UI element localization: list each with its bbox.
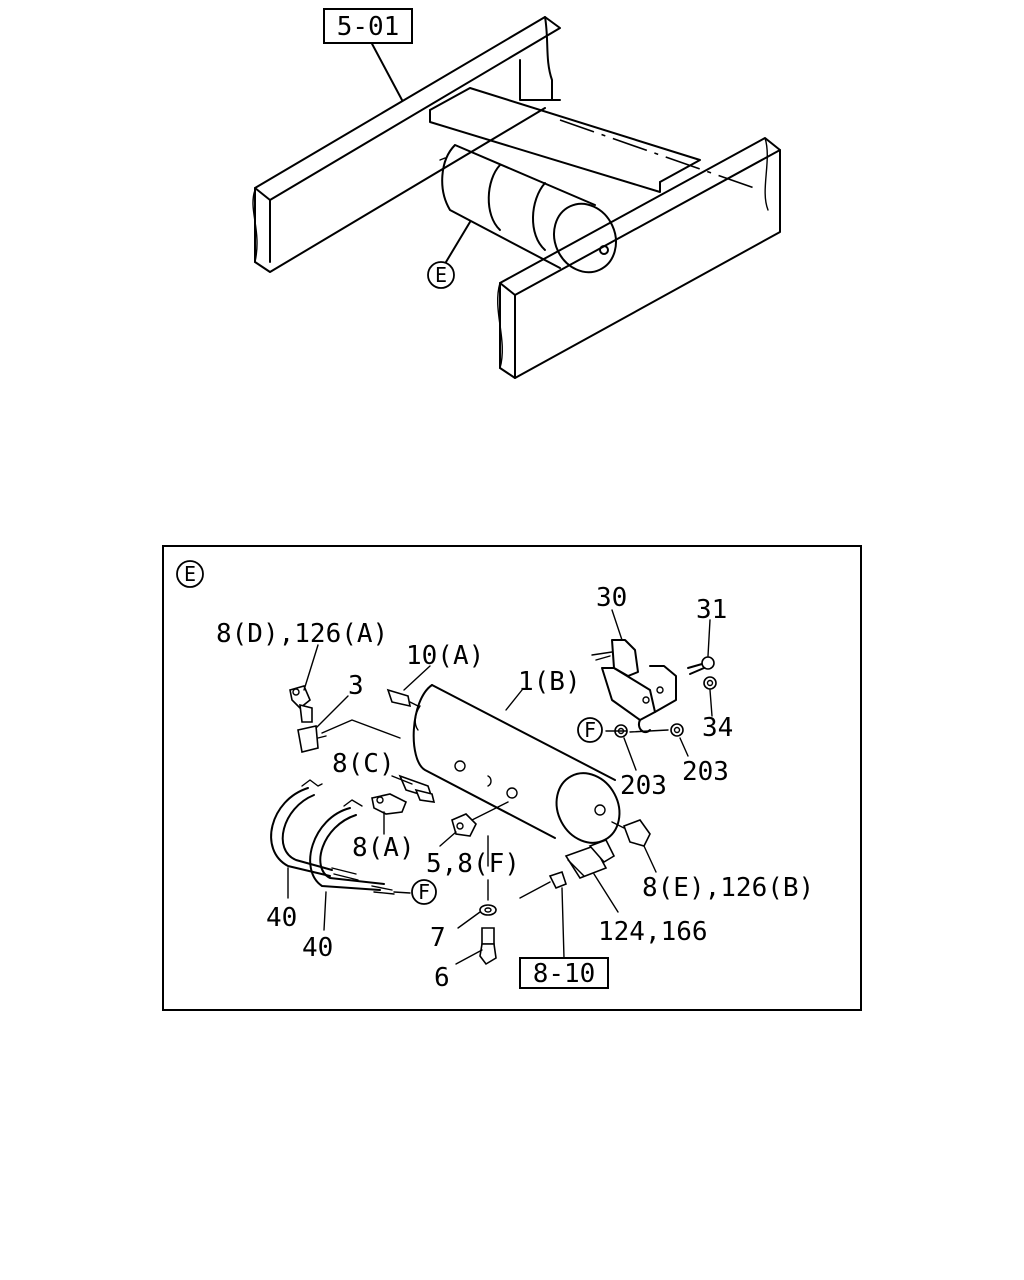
label-40-outer: 40 — [266, 903, 297, 933]
label-6: 6 — [434, 963, 450, 993]
fitting-8d-126a — [289, 685, 313, 723]
line-5-8f — [471, 801, 509, 821]
leader-5-01 — [369, 39, 403, 101]
label-203-right: 203 — [682, 757, 729, 787]
detail-frame-callout-e-text: E — [184, 562, 196, 586]
label-7: 7 — [430, 923, 446, 953]
fitting-8c — [398, 774, 436, 803]
air-tank-1b — [412, 684, 621, 844]
pipe-3 — [321, 719, 401, 739]
ref-box-8-10-text: 8-10 — [533, 959, 596, 989]
right-frame-rail — [496, 137, 781, 379]
label-1b: 1(B) — [518, 667, 581, 697]
cross-members — [429, 59, 761, 193]
marker-f-bracket-text: F — [584, 718, 596, 742]
strap-40-outer — [270, 779, 359, 881]
marker-f-bracket: F — [577, 717, 603, 743]
washer-7 — [479, 904, 497, 916]
label-34: 34 — [702, 713, 733, 743]
drain-cock-6 — [479, 927, 497, 966]
label-8e-126b: 8(E),126(B) — [642, 873, 814, 903]
label-8d-126a: 8(D),126(A) — [216, 619, 388, 649]
callout-e-overview-text: E — [435, 263, 447, 287]
label-124-166: 124,166 — [598, 917, 708, 947]
label-31: 31 — [696, 595, 727, 625]
detail-frame — [162, 545, 862, 1011]
nut-203-right — [670, 723, 684, 737]
washer-34 — [703, 676, 717, 690]
detail-view-e: E — [162, 545, 862, 1011]
label-3: 3 — [348, 671, 364, 701]
bolt-line-203 — [629, 729, 669, 733]
fitting-3 — [297, 725, 327, 753]
label-8a: 8(A) — [352, 833, 415, 863]
chassis-overview: 5-01 E — [252, 8, 781, 379]
label-10a: 10(A) — [406, 641, 484, 671]
ref-box-8-10: 8-10 — [519, 957, 609, 989]
ref-box-5-01-text: 5-01 — [337, 12, 400, 42]
callout-e-overview: E — [427, 261, 455, 289]
label-5-8f: 5,8(F) — [426, 849, 520, 879]
bracket-30 — [591, 639, 677, 734]
detail-frame-callout-e: E — [176, 560, 204, 588]
fitting-10a — [386, 688, 419, 708]
marker-f-strap-text: F — [418, 880, 430, 904]
leader-lines — [287, 609, 713, 965]
fitting-8e-126b — [611, 819, 651, 847]
pressure-switch-124-166 — [564, 838, 616, 879]
leader-callout-e — [445, 221, 471, 263]
marker-f-strap: F — [411, 879, 437, 905]
ref-box-5-01: 5-01 — [323, 8, 413, 44]
fitting-8a — [371, 793, 408, 815]
air-tank-overview — [439, 144, 617, 274]
bolt-31 — [687, 656, 715, 675]
label-40-inner: 40 — [302, 933, 333, 963]
strap-40-inner — [309, 799, 411, 895]
label-203-left: 203 — [620, 771, 667, 801]
left-frame-rail — [252, 16, 561, 273]
fitting-5-8f — [451, 813, 477, 837]
part-labels: 8(D),126(A) 3 10(A) 1(B) 30 31 34 203 20… — [216, 583, 814, 993]
label-30: 30 — [596, 583, 627, 613]
connector-8-10 — [519, 870, 567, 899]
label-8c: 8(C) — [332, 749, 395, 779]
